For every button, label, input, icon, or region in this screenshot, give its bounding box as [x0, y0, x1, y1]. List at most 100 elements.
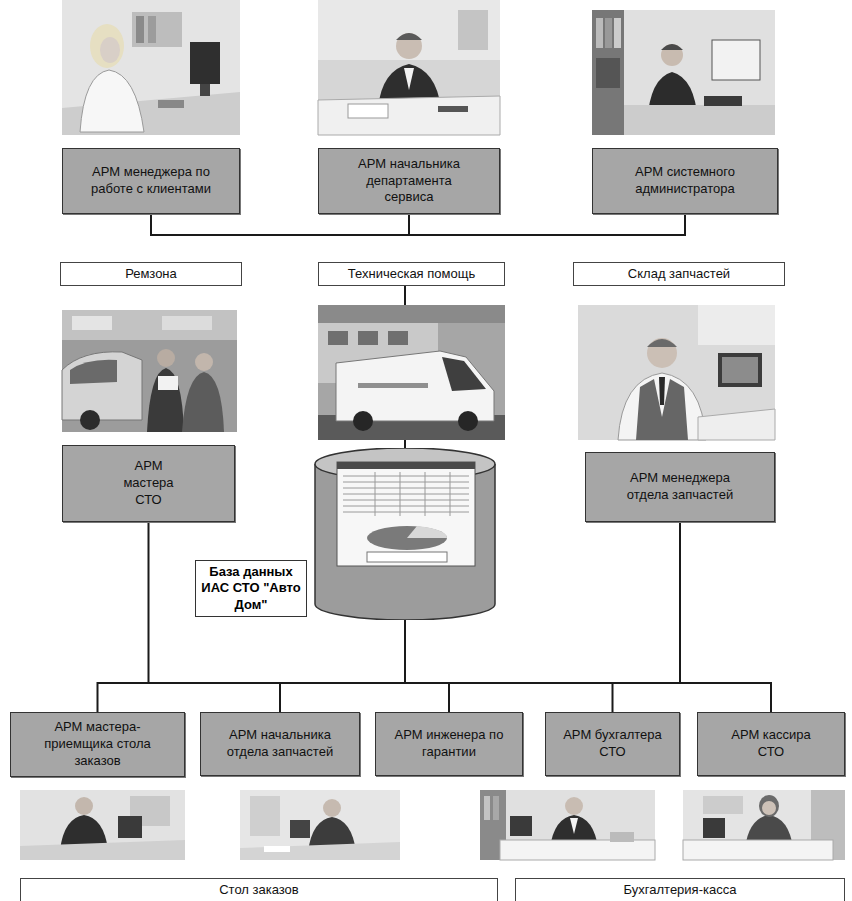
- workstation-box: АРМ мастера-приемщика стола заказов: [10, 712, 185, 777]
- photo-shape: [396, 33, 422, 59]
- node-text: АРМ начальника отдела запчастей: [220, 727, 340, 761]
- node-text: АРМ системного администратора: [625, 164, 745, 198]
- connector-line: [405, 620, 449, 712]
- photo-shape: [318, 0, 500, 135]
- node-text: Склад запчастей: [628, 266, 730, 282]
- photo-shape: [458, 10, 488, 50]
- photo: [592, 10, 775, 135]
- photo-shape: [698, 409, 775, 440]
- photo-shape: [200, 84, 210, 96]
- zone-band: Техническая помощь: [318, 262, 505, 286]
- workstation-box: АРМ начальника отдела запчастей: [200, 712, 360, 776]
- connector-line: [405, 620, 771, 712]
- photo-shape: [704, 96, 742, 106]
- photo-shape: [659, 377, 665, 405]
- photo-shape: [500, 840, 655, 860]
- workstation-box: АРМ мастера СТО: [62, 445, 235, 522]
- photo: [62, 0, 240, 135]
- zone-band: Склад запчастей: [573, 262, 785, 286]
- photo-shape: [578, 305, 775, 440]
- photo-shape: [592, 10, 775, 135]
- photo-shape: [148, 16, 156, 43]
- node-text: АРМ мастера-приемщика стола заказов: [30, 719, 165, 770]
- screen-image: [367, 526, 447, 550]
- photo-shape: [647, 339, 677, 347]
- photo-shape: [250, 796, 280, 836]
- photo-shape: [182, 372, 224, 432]
- database-cylinder: База данных ИАС СТО "Авто Дом": [195, 448, 500, 620]
- photo-shape: [480, 790, 655, 860]
- workstation-box: АРМ начальника департамента сервиса: [318, 148, 500, 214]
- connector-line: [98, 620, 406, 712]
- photo-shape: [703, 796, 743, 814]
- photo-shape: [157, 349, 175, 367]
- photo-shape: [323, 799, 341, 817]
- photo-shape: [618, 373, 706, 440]
- node-text: Стол заказов: [219, 882, 299, 898]
- photo-shape: [703, 818, 725, 838]
- zone-band: Ремзона: [60, 262, 242, 286]
- photo-shape: [20, 840, 185, 860]
- connector-line: [405, 620, 613, 712]
- photo-shape: [158, 100, 184, 108]
- photo-shape: [712, 40, 760, 80]
- node-text: АРМ кассира СТО: [721, 727, 821, 761]
- photo-shape: [565, 797, 583, 815]
- photo: [318, 305, 505, 440]
- photo-shape: [62, 0, 240, 135]
- photo-shape: [661, 44, 683, 50]
- photo-shape: [510, 816, 532, 836]
- photo: [318, 0, 500, 135]
- workstation-box: АРМ системного администратора: [592, 148, 778, 214]
- photo-shape: [162, 316, 212, 330]
- photo-shape: [396, 33, 422, 40]
- photo-shape: [404, 68, 414, 90]
- workstation-box: АРМ менеджера по работе с клиентами: [62, 148, 240, 214]
- photo-shape: [614, 18, 621, 48]
- photo-shape: [683, 790, 845, 860]
- photo-shape: [118, 816, 142, 838]
- photo-shape: [100, 37, 120, 63]
- connector-line: [280, 620, 405, 712]
- photo-shape: [20, 790, 185, 860]
- photo-shape: [62, 310, 237, 432]
- photo: [683, 790, 845, 860]
- photo-shape: [158, 376, 178, 390]
- photo-shape: [493, 796, 499, 820]
- workstation-box: АРМ кассира СТО: [697, 712, 845, 776]
- photo-shape: [358, 331, 378, 345]
- photo-shape: [70, 360, 117, 384]
- photo-shape: [147, 368, 184, 432]
- node-text: Ремзона: [125, 266, 177, 282]
- photo-shape: [318, 305, 505, 440]
- zone-band: Бухгалтерия-касса: [515, 878, 845, 901]
- photo-shape: [80, 410, 100, 430]
- photo-shape: [484, 796, 490, 820]
- photo-shape: [62, 352, 142, 420]
- photo-shape: [388, 331, 408, 345]
- photo-shape: [318, 305, 505, 323]
- connector-line: [409, 214, 685, 235]
- photo-shape: [353, 411, 373, 431]
- node-text: АРМ бухгалтера СТО: [563, 727, 663, 761]
- photo-shape: [718, 353, 762, 387]
- node-text: АРМ начальника департамента сервиса: [349, 156, 469, 207]
- photo-shape: [647, 338, 677, 368]
- workstation-box: АРМ менеджера отдела запчастей: [585, 452, 775, 522]
- photo: [240, 790, 400, 860]
- photo-shape: [570, 818, 578, 834]
- zone-band: Стол заказов: [20, 878, 498, 901]
- photo-shape: [132, 12, 182, 47]
- screen-image: [367, 552, 447, 562]
- photo-shape: [596, 58, 620, 88]
- photo-shape: [318, 0, 500, 60]
- screen-image: [407, 526, 447, 538]
- photo: [480, 790, 655, 860]
- screen-image: [343, 472, 469, 516]
- photo: [578, 305, 775, 440]
- photo-shape: [80, 70, 144, 132]
- photo-shape: [264, 846, 290, 852]
- photo-shape: [358, 383, 428, 388]
- photo-shape: [458, 411, 478, 431]
- photo-shape: [348, 104, 388, 118]
